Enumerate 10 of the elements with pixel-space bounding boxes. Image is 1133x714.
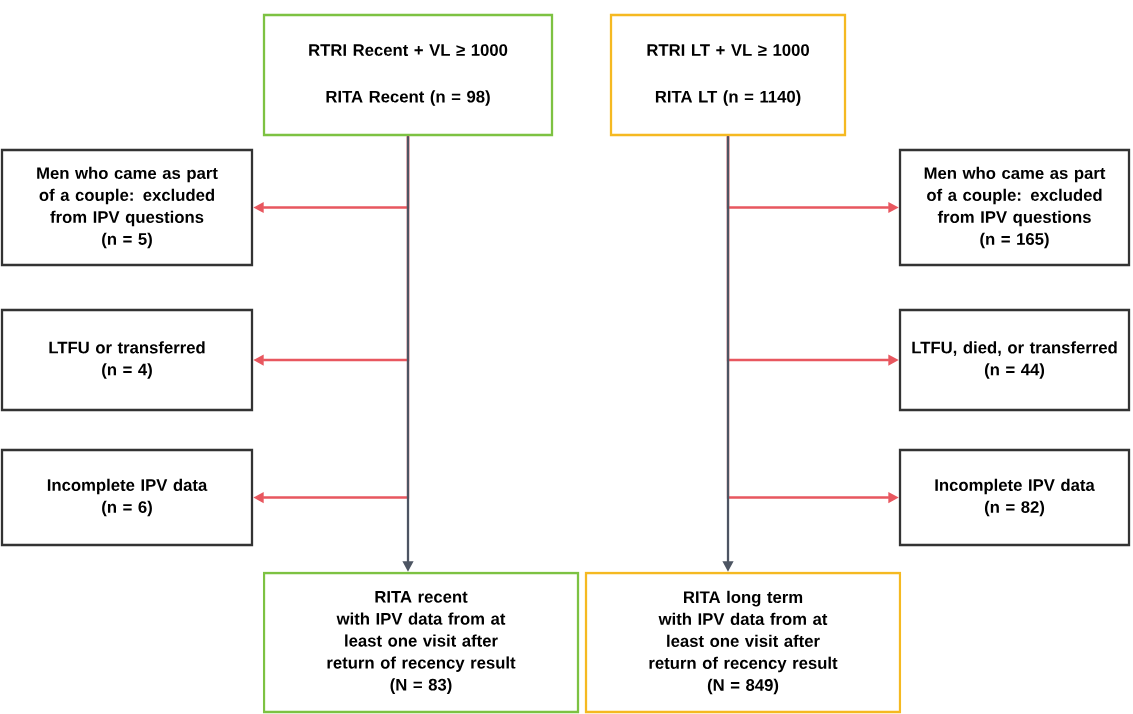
result-box: RITA recent with IPV data from at least one visit after return of recency result (N = 83): [262, 571, 580, 714]
start-box: RTRI Recent + VL ≥ 1000 RITA Recent (n = 98): [262, 13, 554, 137]
exclusion-box: LTFU, died, or transferred (n = 44): [898, 308, 1131, 412]
exclusion-box: Men who came as part of a couple: excluded from IPV questions (n = 165): [898, 148, 1131, 267]
exclusion-box: LTFU or transferred (n = 4): [0, 308, 254, 412]
exclusion-box: Incomplete IPV data (n = 82): [898, 448, 1131, 547]
start-box: RTRI LT + VL ≥ 1000 RITA LT (n = 1140): [609, 13, 847, 137]
result-box: RITA long term with IPV data from at least one visit after return of recency result (N = 849): [584, 571, 902, 714]
exclusion-box: Incomplete IPV data (n = 6): [0, 448, 254, 547]
exclusion-box: Men who came as part of a couple: excluded from IPV questions (n = 5): [0, 148, 254, 267]
